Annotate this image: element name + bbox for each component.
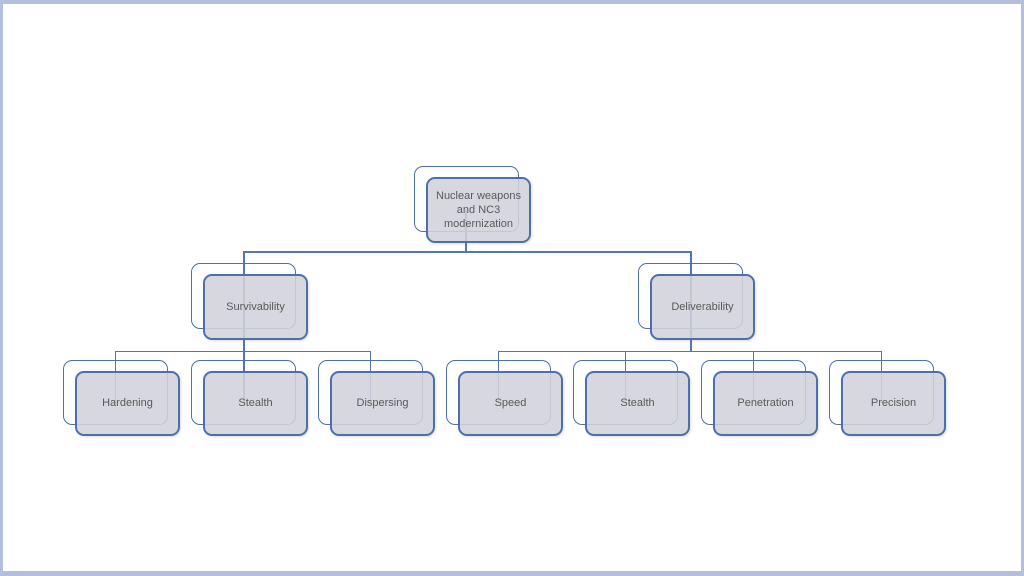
node-box[interactable]: Stealth (203, 371, 308, 436)
node-box[interactable]: Survivability (203, 274, 308, 340)
node-box[interactable]: Speed (458, 371, 563, 436)
node-box[interactable]: Precision (841, 371, 946, 436)
connector-rail-level1 (243, 251, 691, 253)
node-label: Penetration (737, 397, 794, 410)
node-label: Dispersing (356, 397, 409, 410)
node-label: Survivability (226, 300, 285, 313)
node-box[interactable]: Stealth (585, 371, 690, 436)
node-label: Stealth (238, 397, 273, 410)
node-box[interactable]: Penetration (713, 371, 818, 436)
connector-rail-right (498, 350, 882, 352)
node-box[interactable]: Dispersing (330, 371, 435, 436)
node-box[interactable]: Deliverability (650, 274, 755, 340)
node-label: Speed (494, 397, 527, 410)
node-label: Nuclear weapons and NC3 modernization (436, 189, 521, 231)
node-box[interactable]: Nuclear weapons and NC3 modernization (426, 177, 531, 243)
node-label: Stealth (620, 397, 655, 410)
connector-rail-left (115, 350, 371, 352)
node-label: Precision (870, 397, 917, 410)
node-label: Hardening (102, 397, 153, 410)
node-label: Deliverability (671, 300, 734, 313)
node-box[interactable]: Hardening (75, 371, 180, 436)
